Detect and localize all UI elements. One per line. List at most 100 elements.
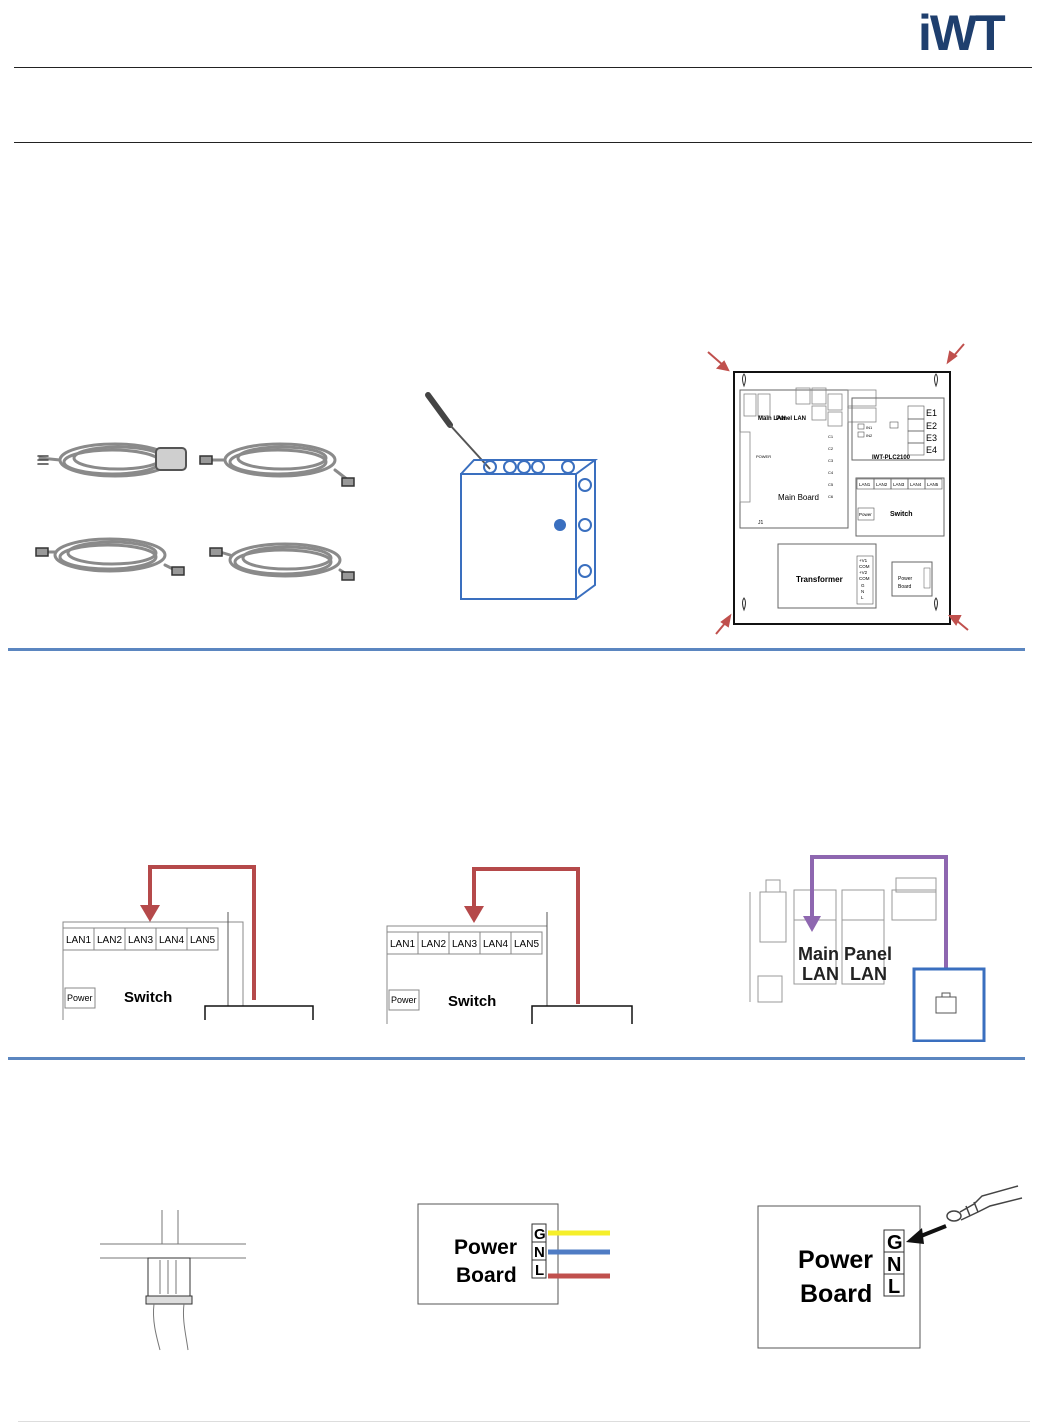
t-term: COM bbox=[859, 564, 870, 569]
terminal-l: L bbox=[535, 1262, 544, 1279]
arrow-head bbox=[464, 906, 484, 923]
board-text: Board bbox=[456, 1264, 517, 1287]
lan2-label: LAN2 bbox=[421, 939, 446, 950]
box-screw bbox=[554, 519, 566, 531]
rj45-icon bbox=[935, 992, 957, 1014]
board-text: Board bbox=[800, 1280, 872, 1308]
lan1-label: LAN1 bbox=[390, 939, 415, 950]
enclosure-box-illustration bbox=[420, 385, 620, 605]
lan-port: LAN1 bbox=[859, 482, 871, 487]
footer-rule bbox=[18, 1421, 1030, 1422]
switch-label: Switch bbox=[448, 993, 496, 1010]
in1-label: IN1 bbox=[866, 425, 873, 430]
cable-gland-diagram bbox=[96, 1210, 256, 1360]
bare-wires bbox=[37, 455, 49, 465]
lan2-label: LAN2 bbox=[97, 935, 122, 946]
purple-cable bbox=[810, 855, 948, 969]
power-board-earth: Power Board G N L bbox=[756, 1176, 1026, 1356]
cables-illustration bbox=[30, 430, 370, 600]
cable-path bbox=[148, 865, 256, 1000]
e-term: E1 bbox=[926, 408, 937, 418]
ring-terminal-icon bbox=[946, 1185, 1023, 1222]
lan-port: LAN2 bbox=[876, 482, 888, 487]
e-term: E2 bbox=[926, 421, 937, 431]
power-label: Power bbox=[67, 993, 93, 1003]
in2-label: IN2 bbox=[866, 433, 873, 438]
lan5-label: LAN5 bbox=[514, 939, 539, 950]
lan4-label: LAN4 bbox=[483, 939, 508, 950]
power-text: Power bbox=[798, 1246, 873, 1274]
switch-label: Switch bbox=[890, 511, 913, 518]
terminal-g: G bbox=[887, 1232, 903, 1254]
t-term: G bbox=[861, 583, 865, 588]
main-lan-main: Main bbox=[798, 944, 839, 964]
lan-port: LAN4 bbox=[910, 482, 922, 487]
device-box bbox=[204, 1005, 314, 1039]
t-term: COM bbox=[859, 576, 870, 581]
cable-path bbox=[472, 867, 580, 1004]
c-term: C5 bbox=[828, 482, 834, 487]
terminal-g: G bbox=[534, 1226, 546, 1243]
e-term: E4 bbox=[926, 445, 937, 455]
section-divider-1 bbox=[8, 648, 1025, 651]
switch-label: Switch bbox=[124, 989, 172, 1006]
t-term: +V2 bbox=[859, 570, 868, 575]
expansion-board bbox=[851, 397, 945, 461]
power-label: POWER bbox=[756, 454, 771, 459]
lan4-label: LAN4 bbox=[159, 935, 184, 946]
t-term: +V1 bbox=[859, 558, 868, 563]
e-term: E3 bbox=[926, 433, 937, 443]
power-cable bbox=[38, 442, 172, 478]
switch-diagram-1: LAN1 LAN2 LAN3 LAN4 LAN5 Power Switch bbox=[60, 860, 320, 1039]
header-rule-top bbox=[14, 67, 1032, 68]
c-term: C1 bbox=[828, 434, 834, 439]
power-label: Power bbox=[391, 995, 417, 1005]
model-label: IWT-PLC2100 bbox=[872, 455, 911, 461]
box-outline bbox=[460, 459, 599, 600]
board-layout-diagram: Main LAN Panel LAN POWER Main Board J1 C… bbox=[700, 340, 990, 640]
network-cable-1 bbox=[208, 442, 350, 482]
iwt-logo: iWT bbox=[918, 4, 1042, 61]
t-term: L bbox=[861, 595, 864, 600]
rj45-jack-box bbox=[912, 967, 986, 1043]
main-lan-diagram: Main LAN Panel LAN bbox=[746, 852, 996, 1043]
header-rule-bottom bbox=[14, 142, 1032, 143]
screwdriver-icon bbox=[425, 392, 491, 470]
c-term: C6 bbox=[828, 494, 834, 499]
panel-lan-label: Panel LAN bbox=[776, 416, 806, 422]
network-cable-3 bbox=[218, 542, 350, 578]
lan5-label: LAN5 bbox=[190, 935, 215, 946]
c-term: C3 bbox=[828, 458, 834, 463]
corner-arrows bbox=[707, 343, 969, 635]
main-board-label: Main Board bbox=[778, 493, 819, 502]
power-board-wiring: Power Board G N L bbox=[416, 1202, 616, 1312]
mains-plug bbox=[155, 447, 187, 471]
lan-port: LAN5 bbox=[927, 482, 939, 487]
main-lan-label: Main LAN bbox=[758, 416, 786, 422]
terminal-n: N bbox=[534, 1244, 545, 1261]
earth-arrow bbox=[906, 1224, 947, 1244]
switch-power: Power bbox=[859, 512, 872, 517]
network-cable-2 bbox=[42, 537, 177, 573]
lan3-label: LAN3 bbox=[452, 939, 477, 950]
lan-port: LAN3 bbox=[893, 482, 905, 487]
pb-line1: Power bbox=[898, 576, 913, 582]
c-term: C2 bbox=[828, 446, 834, 451]
pb-line2: Board bbox=[898, 584, 912, 590]
switch-diagram-2: LAN1 LAN2 LAN3 LAN4 LAN5 Power Switch bbox=[384, 864, 644, 1039]
transformer bbox=[777, 543, 877, 609]
device-box bbox=[531, 1005, 633, 1039]
terminal-n: N bbox=[887, 1254, 901, 1276]
logo-text: iWT bbox=[918, 5, 1005, 58]
switch-board bbox=[855, 477, 945, 537]
panel-lan-panel: Panel bbox=[844, 944, 892, 964]
j1-label: J1 bbox=[758, 520, 764, 526]
power-text: Power bbox=[454, 1236, 517, 1259]
main-lan-lan: LAN bbox=[802, 964, 839, 984]
lan1-label: LAN1 bbox=[66, 935, 91, 946]
panel-lan-lan: LAN bbox=[850, 964, 887, 984]
lan3-label: LAN3 bbox=[128, 935, 153, 946]
arrow-head bbox=[140, 905, 160, 922]
c-term: C4 bbox=[828, 470, 834, 475]
t-term: N bbox=[861, 589, 864, 594]
